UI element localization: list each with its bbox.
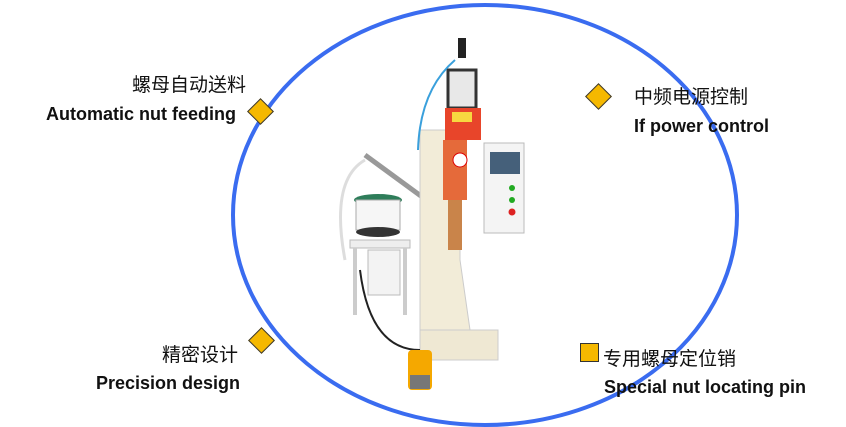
feature-3-title-zh: 精密设计	[161, 344, 238, 366]
feature-4-title-zh: 专用螺母定位销	[603, 348, 737, 370]
frame-circle	[231, 3, 739, 427]
feature-1-title-zh: 螺母自动送料	[131, 74, 246, 96]
feature-2-title-zh: 中频电源控制	[634, 86, 749, 108]
feature-3-title-en: Precision design	[95, 373, 240, 393]
feature-4-title-en: Special nut locating pin	[604, 377, 807, 397]
feature-2-title-en: If power control	[634, 116, 769, 136]
square-marker-icon	[580, 343, 599, 362]
welding-machine-image	[339, 38, 525, 390]
feature-1-title-en: Automatic nut feeding	[46, 104, 236, 124]
